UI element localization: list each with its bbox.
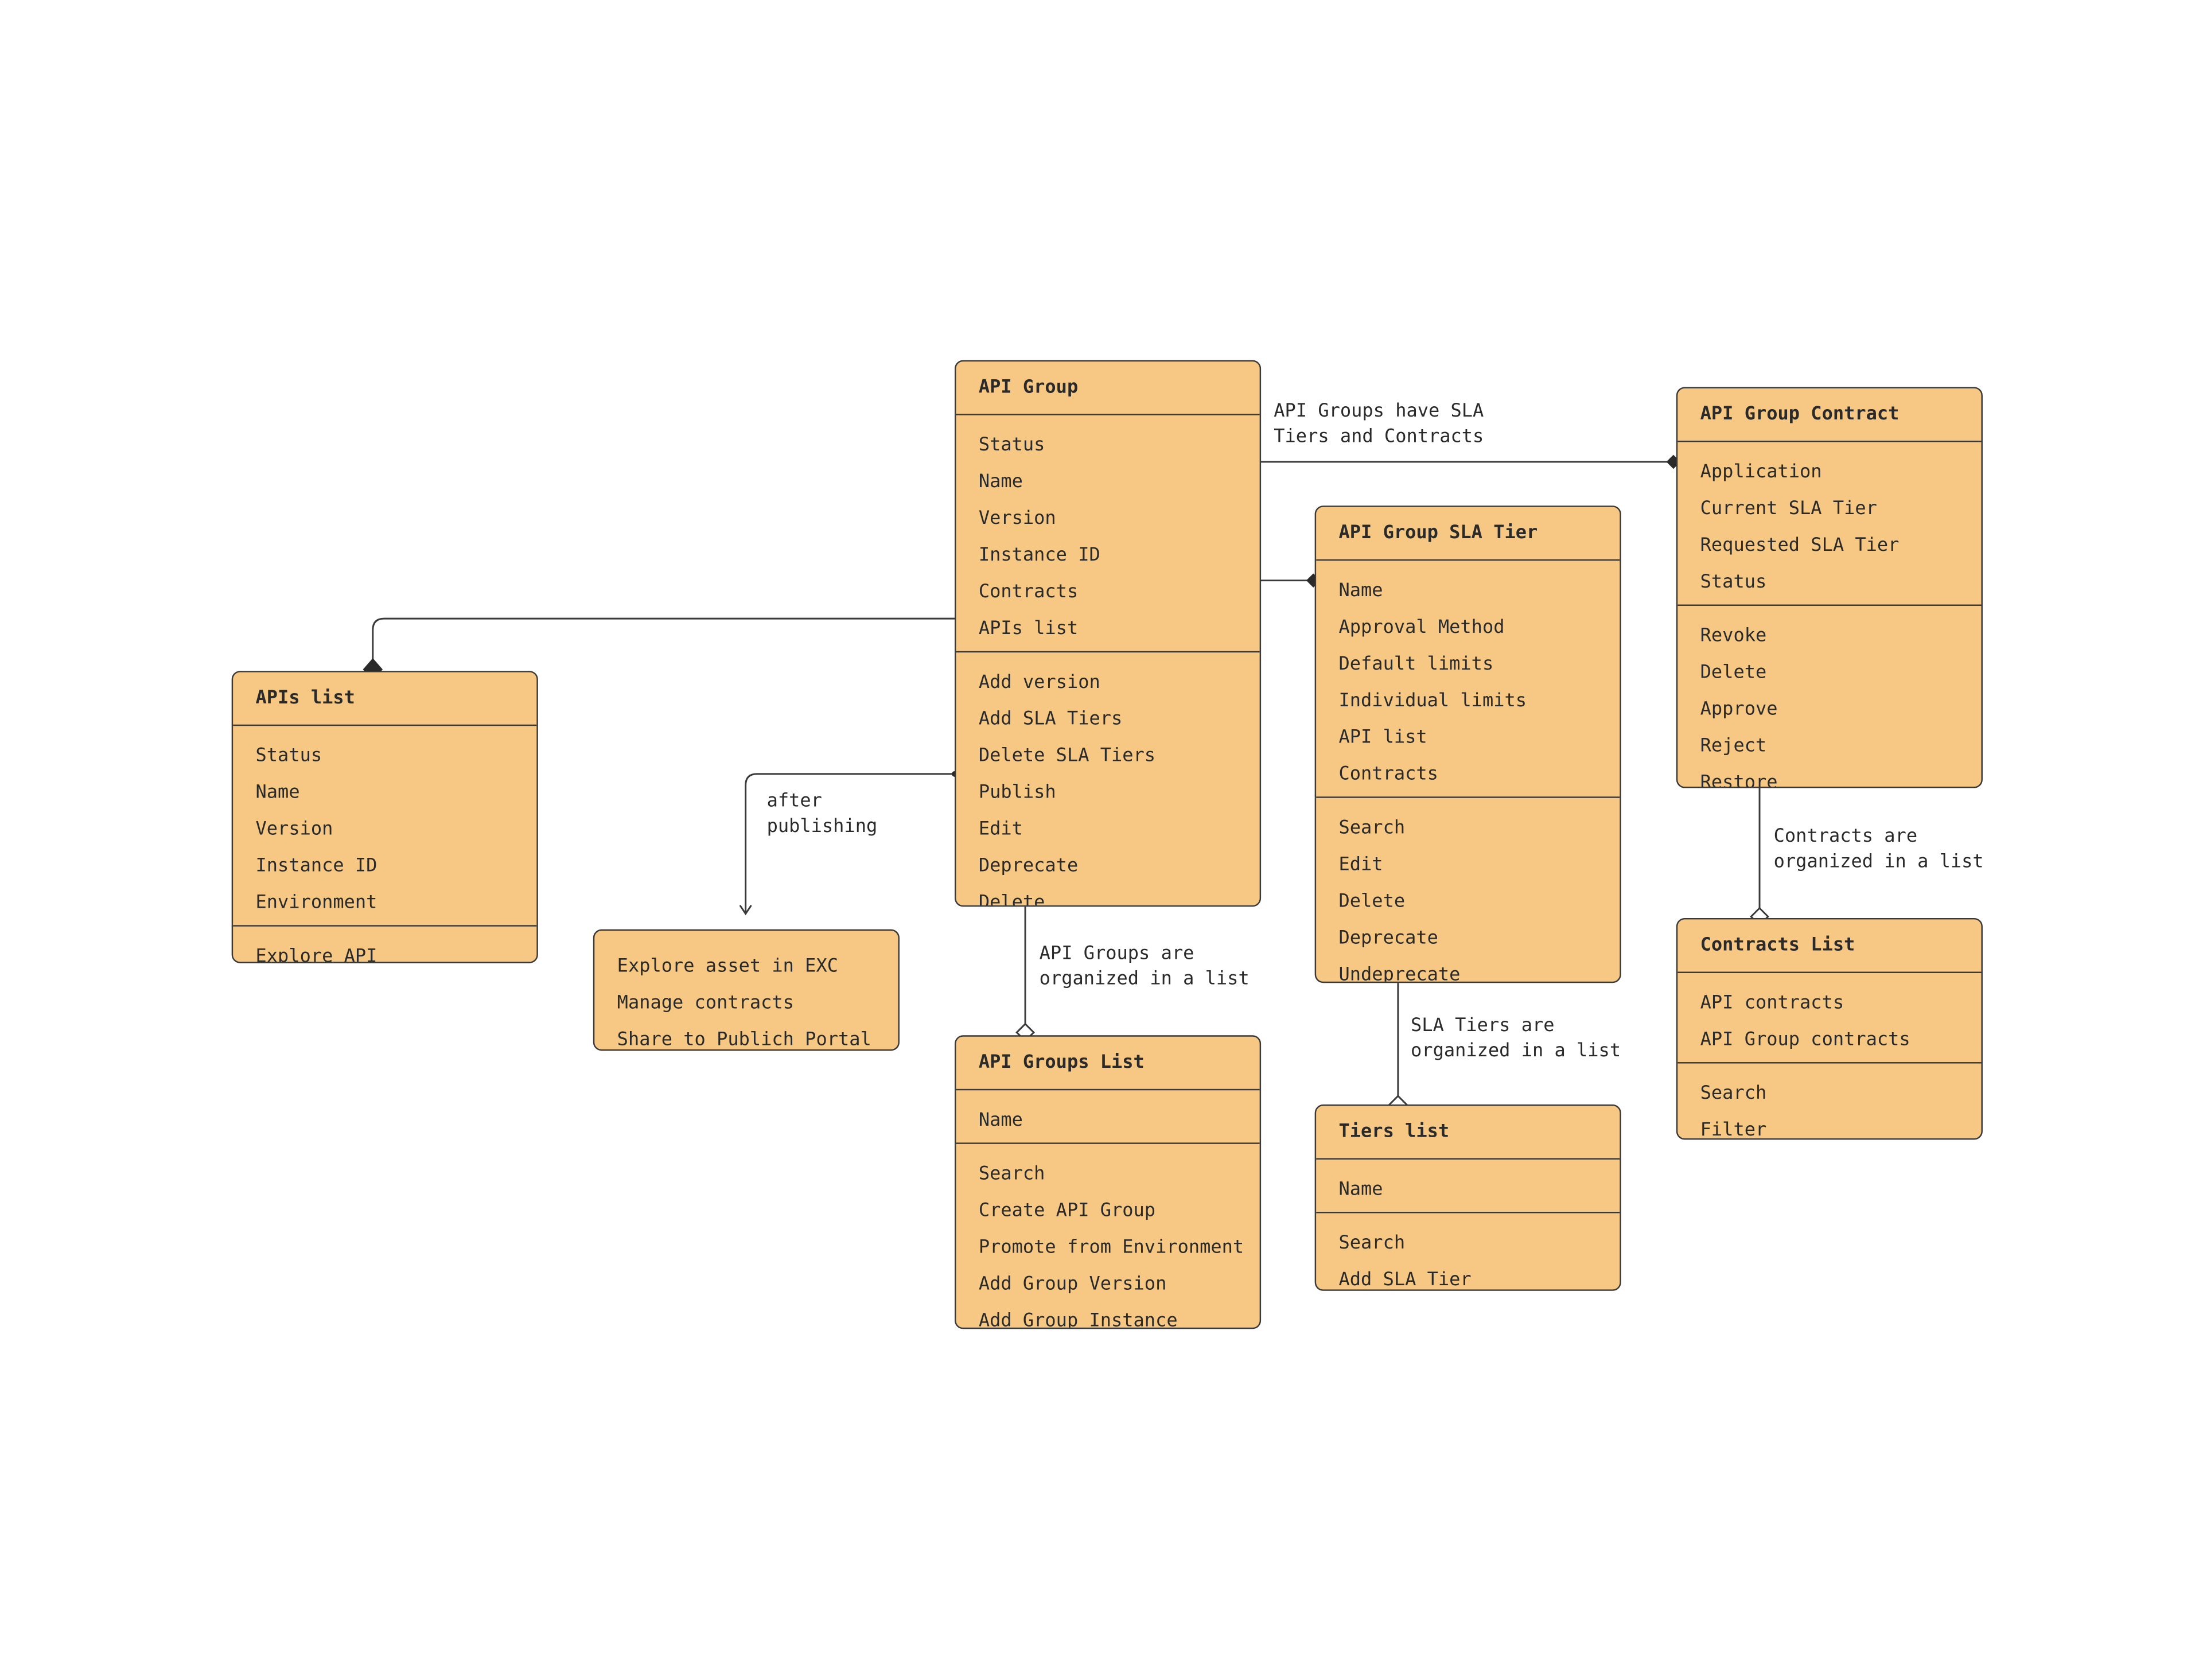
note-tiers-in-list: SLA Tiers are organized in a list — [1411, 1015, 1621, 1063]
note-sla-and-contracts: API Groups have SLA Tiers and Contracts — [1274, 401, 1484, 448]
box-row: Add SLA Tier — [1338, 1269, 1472, 1291]
box-row: Delete — [1338, 891, 1406, 913]
edge-publish-to-actions — [745, 773, 955, 913]
note-contracts-in-list: Contracts are organized in a list — [1773, 826, 1984, 873]
box-row: Approval Method — [1338, 617, 1505, 639]
box-row: Status — [255, 745, 322, 767]
box-row: Revoke — [1700, 625, 1767, 647]
box-row: Name — [1338, 1179, 1383, 1201]
box-row: Delete — [1700, 662, 1767, 684]
box-title: API Group — [956, 361, 1260, 415]
box-row: Promote from Environment — [978, 1237, 1244, 1259]
box-row: Status — [1700, 571, 1767, 593]
box-row: Deprecate — [1338, 928, 1438, 950]
attribute-section: Name — [956, 1090, 1259, 1142]
box-row: Add Group Version — [978, 1274, 1167, 1296]
box-title: Tiers list — [1316, 1106, 1620, 1160]
box-row: Add Group Instance — [978, 1310, 1178, 1329]
box-row: Explore asset in EXC — [617, 956, 839, 978]
box-title: APIs list — [233, 672, 537, 726]
box-row: Requested SLA Tier — [1700, 535, 1900, 557]
box-row: Publish — [978, 782, 1056, 804]
box-row: Application — [1700, 461, 1822, 483]
box-title: API Groups List — [956, 1037, 1260, 1091]
box-row: Environment — [255, 892, 377, 914]
note-after-publishing: after publishing — [766, 791, 878, 838]
box-row: Name — [978, 1110, 1023, 1131]
box-row: Name — [978, 472, 1023, 493]
box-row: Share to Publich Portal — [617, 1029, 871, 1051]
box-row: Explore API — [255, 946, 377, 963]
box-row: APIs list — [978, 619, 1079, 640]
box-row: Instance ID — [255, 855, 377, 877]
note-groups-in-list: API Groups are organized in a list — [1039, 943, 1250, 990]
box-row: Add SLA Tiers — [978, 709, 1123, 730]
box-row: Version — [978, 508, 1056, 530]
box-row: Contracts — [1338, 764, 1438, 785]
edge-group-to-apis-list — [372, 617, 955, 670]
box-row: Status — [978, 435, 1045, 457]
box-row: Individual limits — [1338, 690, 1527, 712]
box-row: Delete SLA Tiers — [978, 745, 1156, 767]
box-row: Approve — [1700, 699, 1778, 721]
box-title: API Group Contract — [1677, 388, 1982, 442]
box-title: Contracts List — [1677, 919, 1982, 973]
box-row: Delete — [978, 892, 1045, 907]
box-title: API Group SLA Tier — [1316, 507, 1620, 561]
box-row: Search — [1338, 818, 1406, 839]
box-row: Create API Group — [978, 1200, 1156, 1222]
box-row: Edit — [978, 819, 1023, 841]
attribute-section: Name — [1316, 1160, 1620, 1212]
arrow-publish-actions — [739, 905, 752, 916]
box-row: Search — [1338, 1232, 1406, 1254]
box-row: Default limits — [1338, 654, 1494, 675]
box-row: Deprecate — [978, 855, 1079, 877]
box-row: API Group contracts — [1700, 1029, 1910, 1051]
box-row: Add version — [978, 672, 1100, 694]
action-section: Explore API — [233, 925, 537, 963]
box-row: Name — [255, 782, 300, 804]
box-row: Contracts — [978, 582, 1079, 604]
box-row: Edit — [1338, 854, 1383, 876]
box-row: Reject — [1700, 736, 1767, 757]
box-row: Instance ID — [978, 545, 1100, 567]
box-row: Restore — [1700, 772, 1778, 788]
box-row: Version — [255, 819, 333, 841]
box-row: API list — [1338, 727, 1427, 749]
box-row: API contracts — [1700, 993, 1844, 1014]
box-row: Manage contracts — [617, 993, 794, 1014]
box-row: Undeprecate — [1338, 965, 1461, 983]
box-row: Current SLA Tier — [1700, 498, 1877, 520]
box-row: Search — [1700, 1083, 1767, 1105]
box-row: Name — [1338, 580, 1383, 602]
box-row: Filter — [1700, 1119, 1767, 1140]
box-row: Search — [978, 1164, 1045, 1185]
